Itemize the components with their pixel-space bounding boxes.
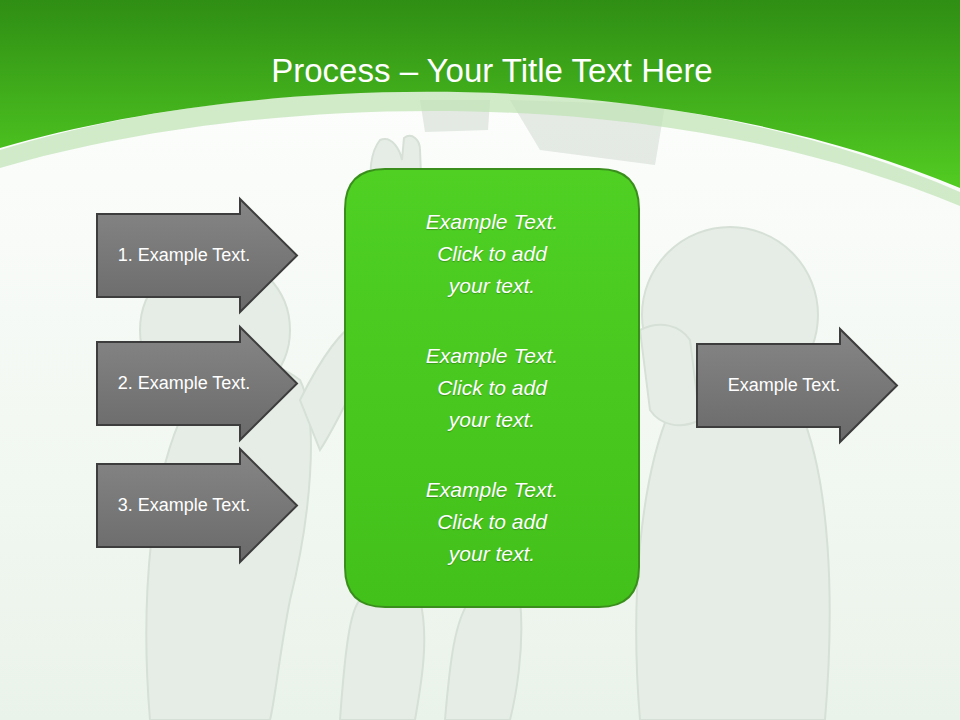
slide-title: Process – Your Title Text Here — [0, 52, 960, 90]
box-text: Example Text. Click to add your text. — [417, 474, 567, 570]
outline-path — [97, 327, 297, 440]
box-text: 3. Example Text. — [118, 495, 251, 516]
header-band — [0, 0, 960, 188]
arrow-box: 1. Example Text. — [96, 198, 298, 313]
box-text: 2. Example Text. — [118, 373, 251, 394]
outline-path — [97, 449, 297, 562]
box-text: Example Text. — [728, 375, 841, 396]
outline-path — [697, 329, 897, 442]
outline-path — [97, 199, 297, 312]
process-box: Example Text. Click to add your text. Exa… — [344, 168, 640, 608]
box-text: 1. Example Text. — [118, 245, 251, 266]
arrow-box: 2. Example Text. — [96, 326, 298, 441]
box-text: Example Text. Click to add your text. — [417, 206, 567, 302]
box-text: Example Text. Click to add your text. — [417, 340, 567, 436]
arrow-box: 3. Example Text. — [96, 448, 298, 563]
outline-path — [345, 169, 639, 607]
arrow-box: Example Text. — [696, 328, 898, 443]
